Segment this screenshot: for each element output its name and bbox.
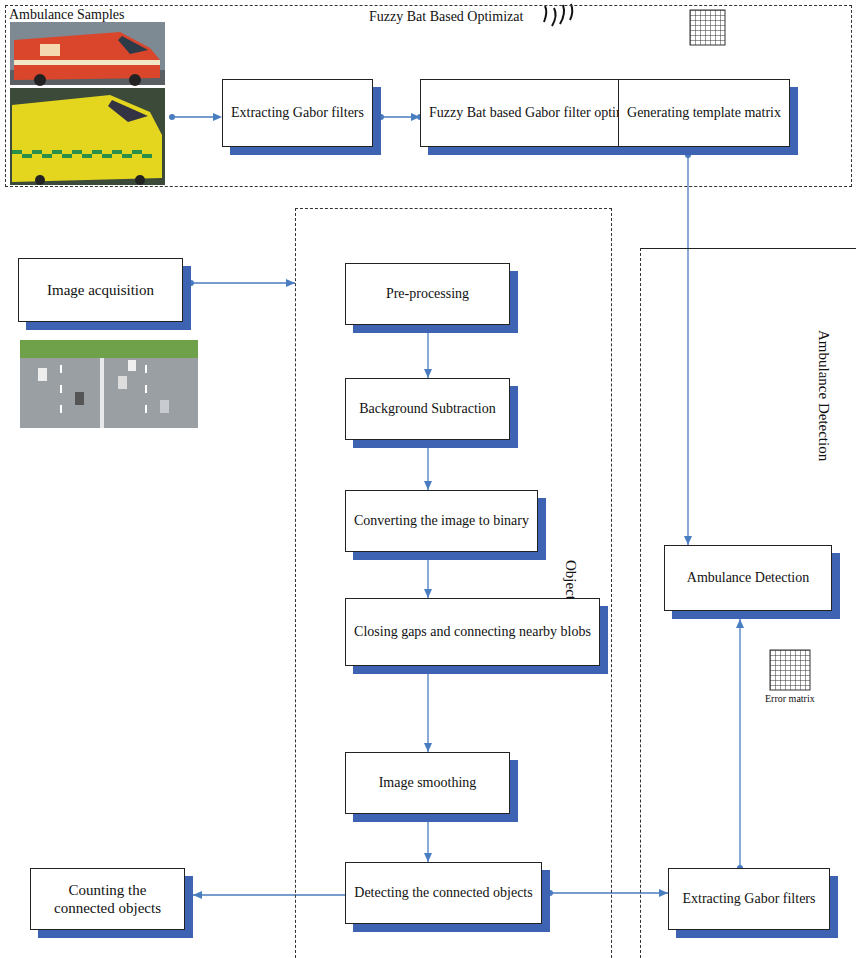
flow-line bbox=[193, 894, 345, 895]
group-title: Fuzzy Bat Based Optimizat bbox=[369, 9, 523, 26]
yellow-ambulance-photo bbox=[10, 88, 165, 185]
dashed-group-region: Object detectionPre-processingBackground… bbox=[295, 208, 612, 958]
group-title: Ambulance Detection bbox=[815, 330, 833, 461]
process-box: Ambulance Detection bbox=[664, 545, 832, 611]
flow-arrow bbox=[737, 619, 743, 871]
box-label: Counting the connected objects bbox=[38, 881, 177, 917]
flow-arrow bbox=[428, 822, 429, 862]
box-label: Closing gaps and connecting nearby blobs bbox=[354, 624, 591, 641]
flow-line bbox=[381, 116, 420, 117]
sample-arrow bbox=[169, 113, 222, 121]
flow-arrow bbox=[685, 152, 691, 545]
start-dot bbox=[378, 114, 384, 120]
flow-line bbox=[427, 560, 428, 598]
box-label: Generating template matrix bbox=[627, 105, 781, 122]
process-box: Pre-processing bbox=[345, 263, 510, 325]
flow-line bbox=[550, 892, 668, 893]
process-box: Background Subtraction bbox=[345, 378, 510, 440]
flow-arrow bbox=[378, 114, 420, 120]
flow-arrow bbox=[428, 560, 429, 598]
group-title: Ambulance Samples bbox=[9, 7, 124, 24]
flow-arrow bbox=[547, 890, 668, 896]
flow-line bbox=[191, 282, 295, 283]
box-label: Background Subtraction bbox=[359, 401, 495, 418]
box-label: Detecting the connected objects bbox=[354, 885, 532, 902]
process-box: Detecting the connected objects bbox=[345, 862, 542, 924]
dashed-group-region: Ambulance Samples Fuzzy Bat Based Optimiz… bbox=[5, 5, 852, 187]
box-label: Pre-processing bbox=[386, 286, 469, 303]
flow-line bbox=[427, 674, 428, 752]
template-grid-icon bbox=[690, 10, 725, 45]
process-box: Image smoothing bbox=[345, 752, 510, 814]
flow-arrow bbox=[193, 895, 345, 896]
flow-line bbox=[427, 822, 428, 862]
flow-arrow bbox=[188, 280, 295, 286]
box-label: Image smoothing bbox=[379, 775, 477, 792]
flow-arrow bbox=[428, 333, 429, 378]
flow-line bbox=[739, 619, 740, 868]
process-box: Converting the image to binary bbox=[345, 490, 538, 552]
bat-icons bbox=[544, 4, 572, 26]
box-label: Image acquisition bbox=[47, 281, 154, 299]
process-box: Generating template matrix bbox=[618, 79, 790, 147]
red-ambulance-photo bbox=[10, 22, 165, 86]
flow-arrow bbox=[428, 674, 429, 752]
start-dot bbox=[188, 280, 194, 286]
icon-caption: Error matrix bbox=[765, 693, 815, 704]
process-box: Closing gaps and connecting nearby blobs bbox=[345, 598, 600, 666]
box-label: Extracting Gabor filters bbox=[231, 105, 364, 122]
flow-arrow bbox=[428, 448, 429, 490]
process-box: Extracting Gabor filters bbox=[222, 79, 373, 147]
process-box: Extracting Gabor filters bbox=[668, 868, 830, 930]
box-label: Extracting Gabor filters bbox=[683, 891, 816, 908]
start-dot bbox=[547, 890, 553, 896]
flow-line bbox=[427, 448, 428, 490]
box-label: Ambulance Detection bbox=[687, 570, 809, 587]
dashed-group-region: Ambulance DetectionAmbulance DetectionEx… bbox=[640, 248, 856, 958]
flow-line bbox=[687, 155, 688, 545]
process-box: Image acquisition bbox=[18, 258, 183, 322]
error-grid-icon bbox=[770, 650, 810, 690]
flow-line bbox=[427, 333, 428, 378]
start-dot bbox=[685, 152, 691, 158]
process-box: Counting the connected objects bbox=[30, 868, 185, 930]
box-label: Converting the image to binary bbox=[354, 513, 529, 530]
road-photo bbox=[20, 340, 198, 428]
